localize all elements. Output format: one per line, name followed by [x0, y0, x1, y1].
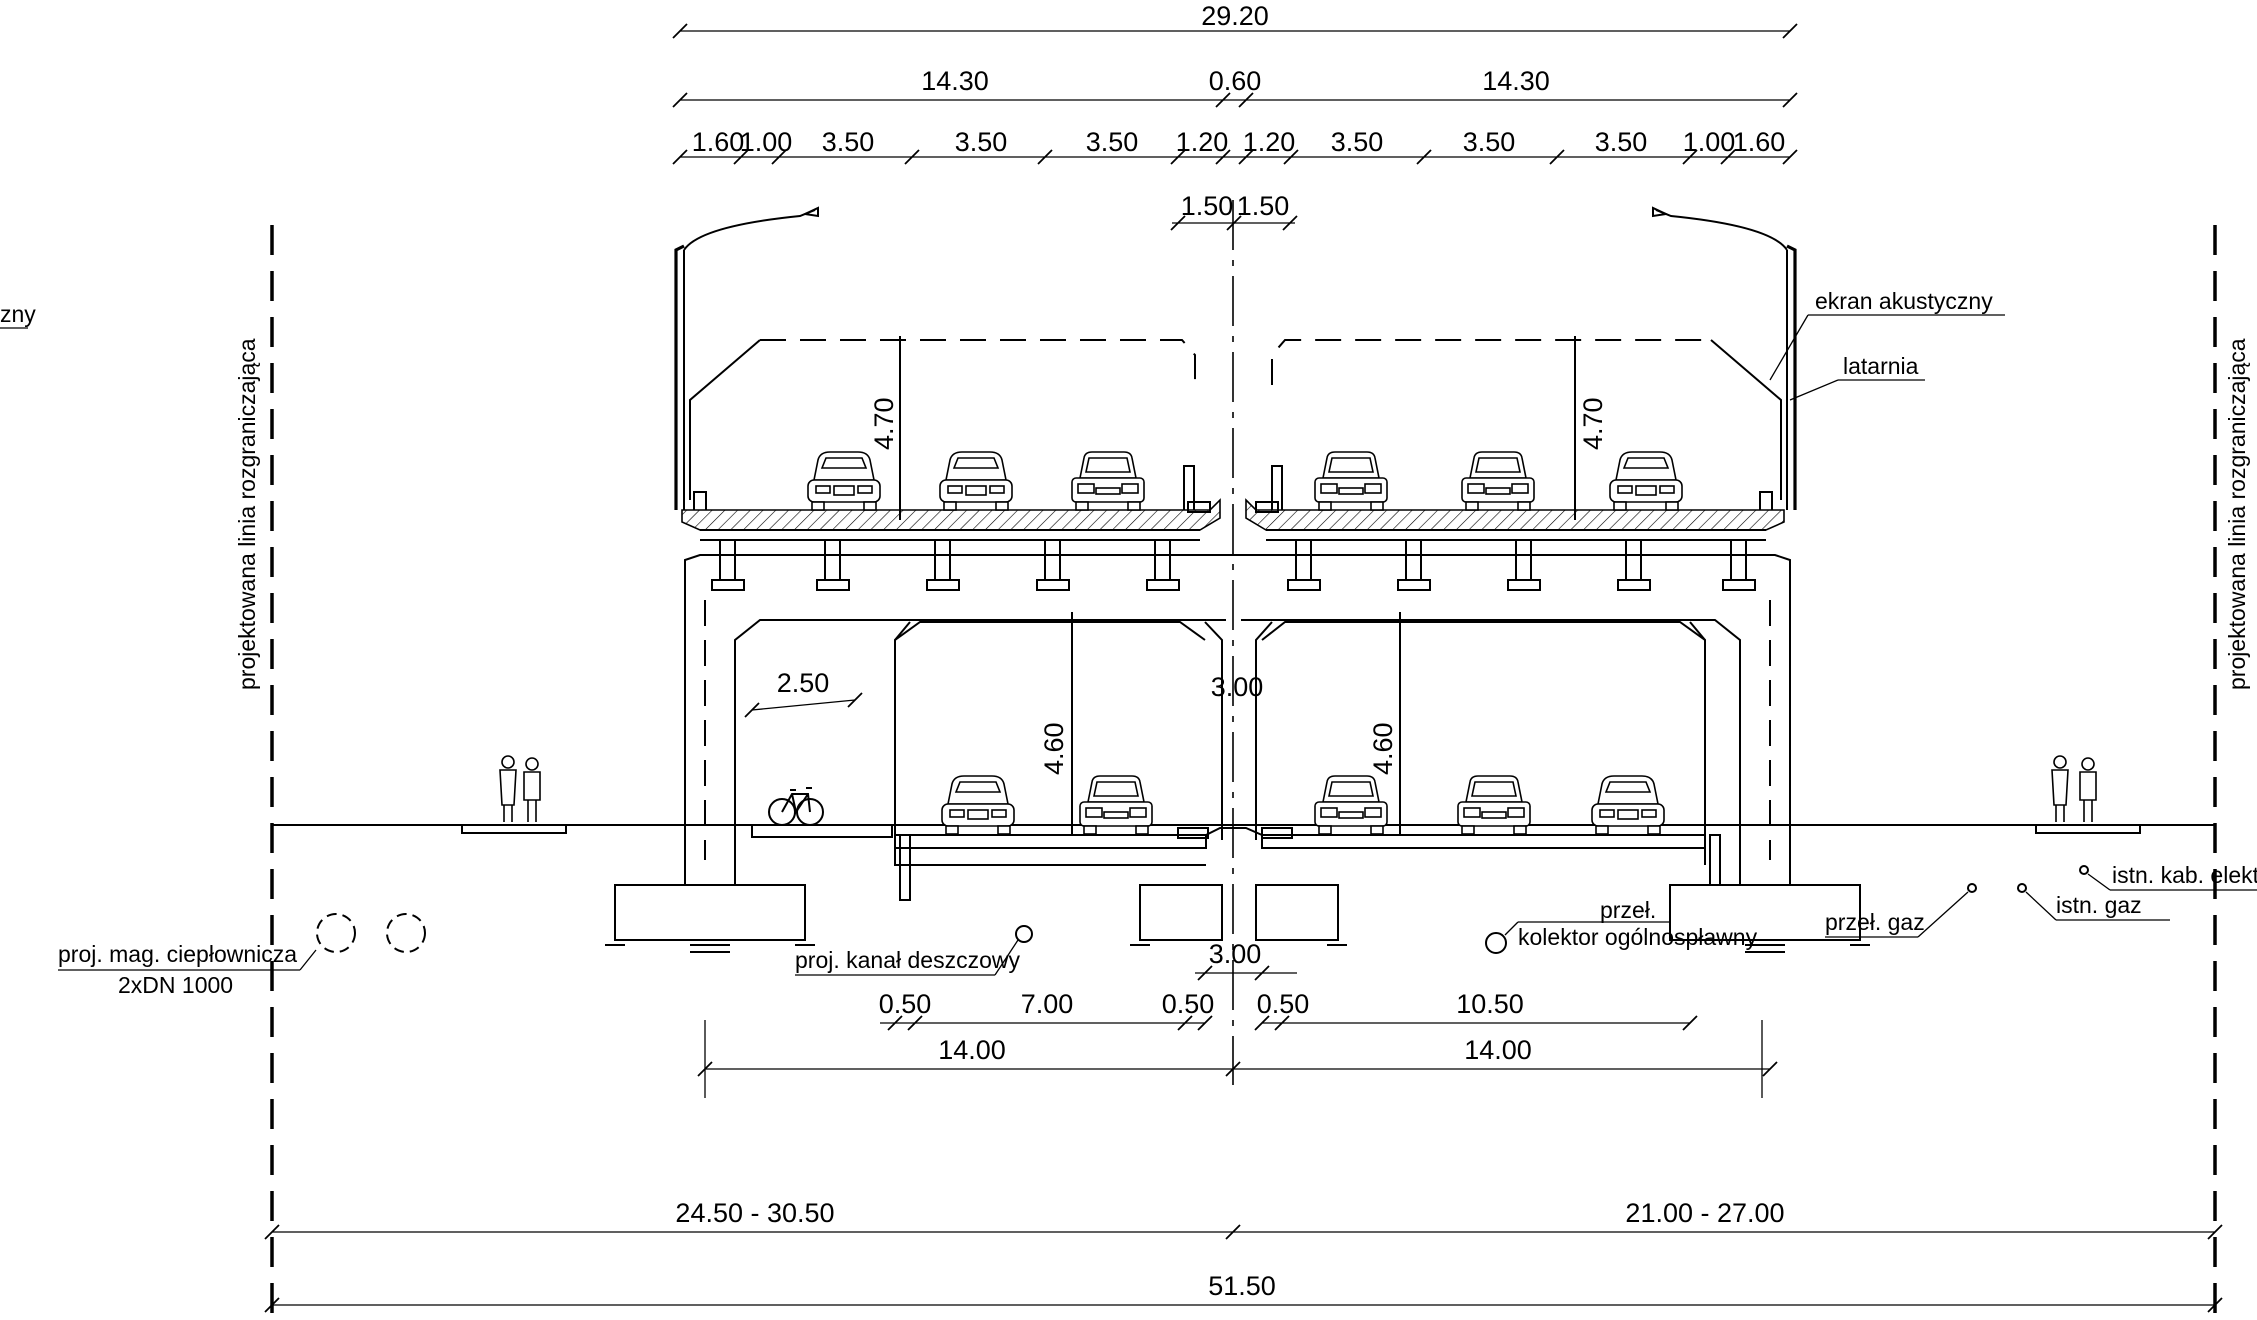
bicycle-icon: [768, 787, 824, 826]
gas-existing-label: istn. gaz: [2056, 892, 2142, 918]
dim-lane-r3: 3.50: [1463, 127, 1516, 157]
dim-right-range: 21.00 - 27.00: [1625, 1198, 1784, 1228]
pier-frame: [605, 554, 1870, 953]
dim-lane-l4: 3.50: [955, 127, 1008, 157]
dim-lane-l1: 1.60: [692, 127, 745, 157]
boundary-label-left: projektowana linia rozgraniczająca: [234, 338, 260, 690]
upper-deck-right: [1245, 465, 1785, 591]
top-dimension-lines: [672, 23, 1798, 231]
lamp-label: latarnia: [1843, 353, 1919, 379]
dim-lane-l6: 1.20: [1176, 127, 1229, 157]
pedestrians-left-icon: [499, 755, 541, 822]
dim-lane-r1: 1.20: [1243, 127, 1296, 157]
dim-median-right: 1.50: [1237, 191, 1290, 221]
dim-lane-r5: 1.00: [1683, 127, 1736, 157]
acoustic-screen-left: [674, 206, 819, 510]
heat-main-label: proj. mag. ciepłownicza: [58, 941, 297, 967]
dim-lane-r2: 3.50: [1331, 127, 1384, 157]
dim-median-left: 1.50: [1181, 191, 1234, 221]
upper-cars: [807, 451, 1683, 511]
boundary-label-right: projektowana linia rozgraniczająca: [2224, 338, 2250, 690]
dim-upper-clearance-left: 4.70: [869, 397, 899, 450]
dim-upper-clearance-right: 4.70: [1578, 397, 1608, 450]
dim-left-width: 14.00: [938, 1035, 1006, 1065]
dim-bottom-l1: 0.50: [879, 989, 932, 1019]
dim-right-width: 14.00: [1464, 1035, 1532, 1065]
dim-bike-path: 2.50: [777, 668, 830, 698]
dim-median-gap: 3.00: [1211, 672, 1264, 702]
dim-bottom-l2: 7.00: [1021, 989, 1074, 1019]
dim-lane-r4: 3.50: [1595, 127, 1648, 157]
lower-clearance: [744, 612, 1706, 835]
dim-lane-l5: 3.50: [1086, 127, 1139, 157]
bottom-dimension-lines: [264, 965, 2223, 1313]
dim-bottom-l3: 0.50: [1162, 989, 1215, 1019]
dim-lane-l3: 3.50: [822, 127, 875, 157]
dim-total-top: 29.20: [1201, 1, 1269, 31]
dim-left-range: 24.50 - 30.50: [675, 1198, 834, 1228]
heat-main-pipes: [58, 913, 426, 971]
dim-lane-l2: 1.00: [740, 127, 793, 157]
acoustic-screen-label: ekran akustyczny: [1815, 288, 1993, 314]
upper-clearance-right: [1271, 336, 1711, 520]
cable-existing-label: istn. kab. elektr.: [2112, 862, 2257, 888]
dim-right-half: 14.30: [1482, 66, 1550, 96]
combined-sewer-label-2: kolektor ogólnospławny: [1518, 924, 1758, 950]
dim-lane-r6: 1.60: [1733, 127, 1786, 157]
dim-lower-clearance-right: 4.60: [1368, 722, 1398, 775]
heat-main-size: 2xDN 1000: [118, 972, 233, 998]
dim-total-bottom: 51.50: [1208, 1271, 1276, 1301]
dim-median: 0.60: [1209, 66, 1262, 96]
dim-lower-clearance-left: 4.60: [1039, 722, 1069, 775]
cut-off-label: zny: [0, 301, 36, 327]
gas-relocated-label: przeł. gaz: [1825, 909, 1925, 935]
combined-sewer-label-1: przeł.: [1600, 897, 1656, 923]
combined-sewer: [1485, 921, 1670, 954]
dim-bottom-r1: 0.50: [1257, 989, 1310, 1019]
storm-drain-label: proj. kanał deszczowy: [795, 947, 1020, 973]
upper-clearance-left: [760, 336, 1196, 520]
lower-roadways: [272, 824, 2215, 901]
gas-lines: [1825, 865, 2257, 938]
storm-drain: [795, 925, 1033, 976]
dim-bottom-r2: 10.50: [1456, 989, 1524, 1019]
dim-foundation-gap: 3.00: [1209, 939, 1262, 969]
dim-left-half: 14.30: [921, 66, 989, 96]
upper-deck-left: [681, 465, 1221, 591]
acoustic-screen-right: [1652, 206, 1797, 510]
pedestrians-right-icon: [2051, 755, 2097, 822]
